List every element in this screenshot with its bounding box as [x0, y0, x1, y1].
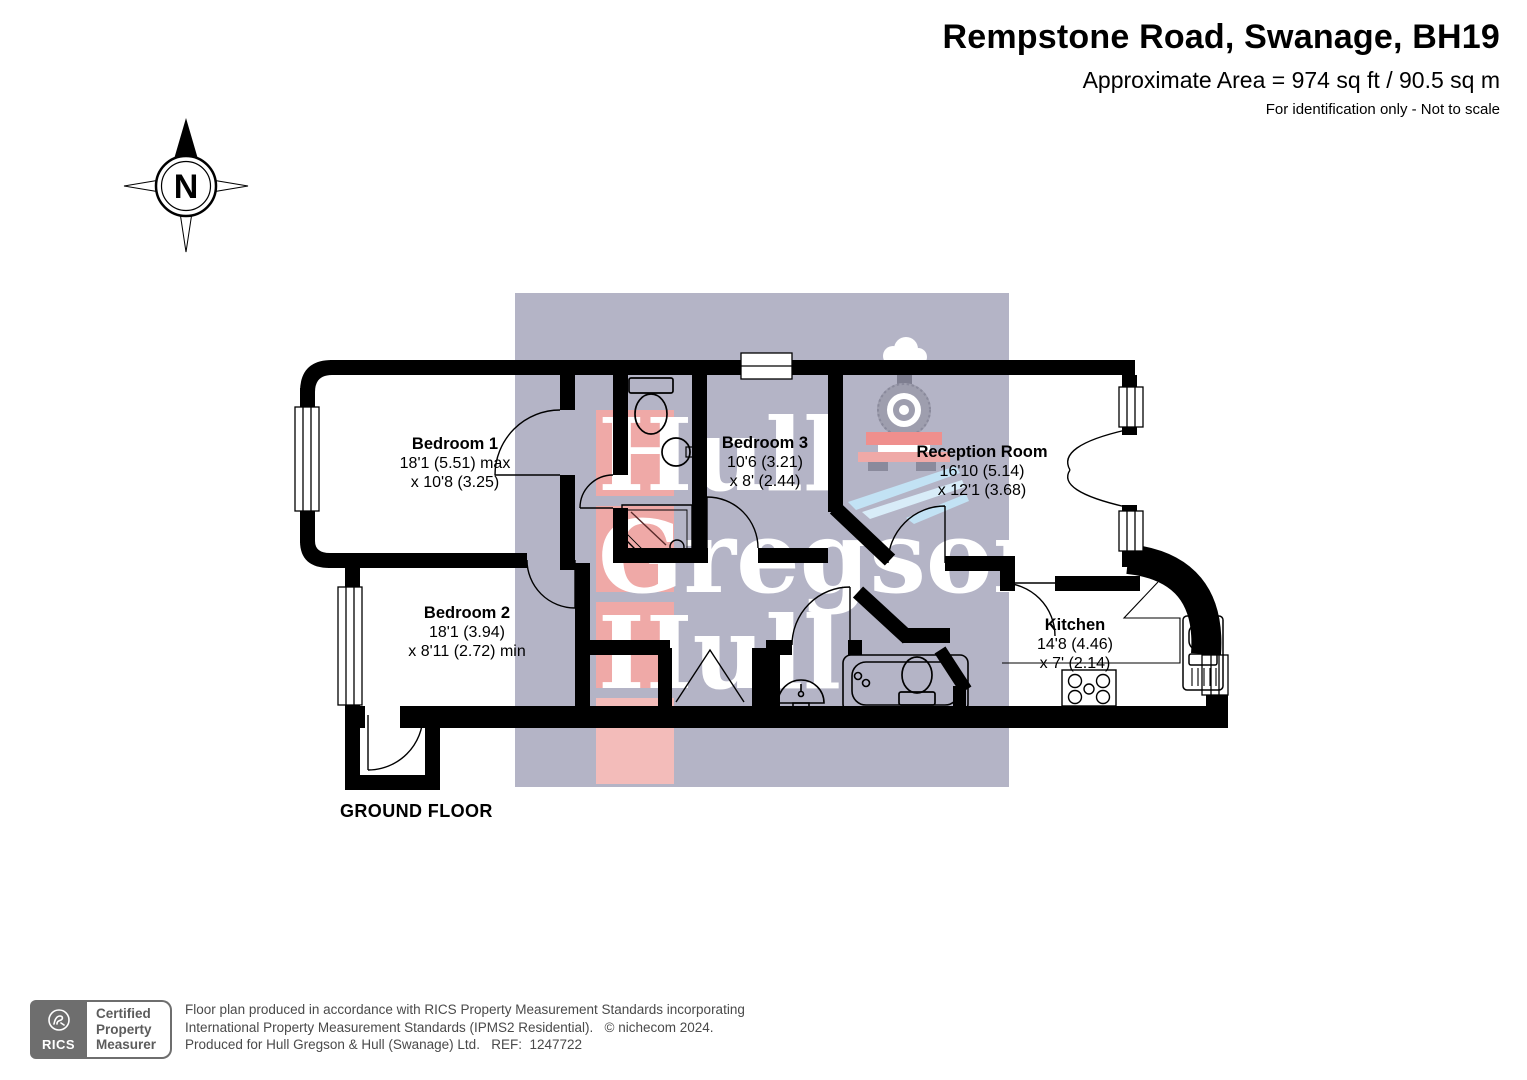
shower-tray-icon	[621, 504, 693, 561]
floor-label: GROUND FLOOR	[340, 801, 493, 821]
room-name: Reception Room	[916, 443, 1047, 461]
french-doors-reception	[1067, 429, 1127, 508]
room-dim1: 18'1 (3.94)	[429, 624, 505, 641]
kitchen-counter-line	[1002, 581, 1181, 664]
page-title: Rempstone Road, Swanage, BH19	[942, 18, 1500, 56]
pedestal-basin-icon	[777, 679, 825, 714]
room-dim2: x 8' (2.44)	[730, 473, 801, 490]
cert-line: Property	[96, 1021, 152, 1037]
room-dim2: x 10'8 (3.25)	[411, 474, 499, 491]
door-swings	[367, 409, 1127, 771]
door-shower-room	[579, 474, 614, 509]
room-label-bedroom2: Bedroom 2 18'1 (3.94) x 8'11 (2.72) min	[408, 604, 525, 660]
window-reception-upper	[1118, 386, 1144, 428]
footer-disclaimer: Floor plan produced in accordance with R…	[185, 1000, 745, 1059]
door-bedroom2	[526, 559, 576, 609]
area-line: Approximate Area = 974 sq ft / 90.5 sq m	[1082, 67, 1500, 93]
window-kitchen	[1201, 654, 1229, 696]
compass-north-point	[172, 118, 200, 166]
room-labels: Bedroom 1 18'1 (5.51) max x 10'8 (3.25) …	[400, 434, 1113, 672]
room-name: Bedroom 1	[412, 435, 498, 453]
footer-line: Produced for Hull Gregson & Hull (Swanag…	[185, 1037, 583, 1052]
room-label-kitchen: Kitchen 14'8 (4.46) x 7' (2.14)	[1037, 616, 1113, 672]
toilet-bathroom-icon	[898, 656, 936, 706]
rics-lion-icon	[47, 1008, 70, 1031]
door-reception	[887, 505, 946, 564]
rics-badge: RICS	[30, 1000, 87, 1059]
door-bathroom	[791, 586, 851, 646]
room-dim1: 14'8 (4.46)	[1037, 636, 1113, 653]
watermark-line-1: Hull	[598, 396, 841, 514]
train-rails	[848, 466, 969, 524]
closet-doors	[675, 648, 745, 703]
footer: RICS Certified Property Measurer Floor p…	[30, 1000, 745, 1059]
footer-line: International Property Measurement Stand…	[185, 1019, 714, 1035]
toilet-shower-room-icon	[628, 377, 674, 435]
door-bedroom1	[494, 409, 561, 476]
door-kitchen	[1001, 582, 1056, 637]
room-dim1: 16'10 (5.14)	[940, 463, 1025, 480]
footer-line: Floor plan produced in accordance with R…	[185, 1002, 745, 1017]
door-bedroom3	[706, 496, 759, 549]
windows	[294, 352, 1229, 706]
room-dim2: x 7' (2.14)	[1040, 655, 1111, 672]
fixtures	[621, 377, 1224, 714]
room-dim1: 10'6 (3.21)	[727, 454, 803, 471]
room-label-bedroom3: Bedroom 3 10'6 (3.21) x 8' (2.44)	[722, 434, 808, 490]
compass-n-label: N	[174, 168, 199, 206]
room-name: Bedroom 2	[424, 604, 510, 622]
watermark-pink-blocks	[596, 410, 674, 784]
cert-line: Measurer	[96, 1037, 157, 1052]
room-dim2: x 12'1 (3.68)	[938, 482, 1026, 499]
walls	[300, 360, 1228, 790]
window-bedroom2	[337, 586, 363, 706]
basin-shower-room-icon	[661, 437, 695, 467]
kitchen-sink-icon	[1182, 615, 1224, 691]
hob-icon	[1061, 669, 1117, 707]
room-name: Kitchen	[1045, 616, 1106, 634]
door-front-entrance	[367, 714, 424, 771]
room-dim1: 18'1 (5.51) max	[400, 455, 511, 472]
room-name: Bedroom 3	[722, 434, 808, 452]
window-bedroom3	[740, 352, 793, 380]
room-label-bedroom1: Bedroom 1 18'1 (5.51) max x 10'8 (3.25)	[400, 435, 511, 491]
cert-line: Certified	[96, 1006, 151, 1021]
rics-wordmark: RICS	[41, 1036, 76, 1052]
disclaimer-note: For identification only - Not to scale	[1265, 101, 1500, 118]
room-label-reception: Reception Room 16'10 (5.14) x 12'1 (3.68…	[916, 443, 1047, 499]
header: Rempstone Road, Swanage, BH19 Approximat…	[943, 18, 1501, 118]
window-bedroom1	[294, 406, 320, 512]
window-reception-lower	[1118, 510, 1144, 552]
compass-rose: N	[123, 118, 249, 253]
certified-property-measurer-box: Certified Property Measurer	[87, 1000, 173, 1059]
room-dim2: x 8'11 (2.72) min	[408, 643, 525, 660]
